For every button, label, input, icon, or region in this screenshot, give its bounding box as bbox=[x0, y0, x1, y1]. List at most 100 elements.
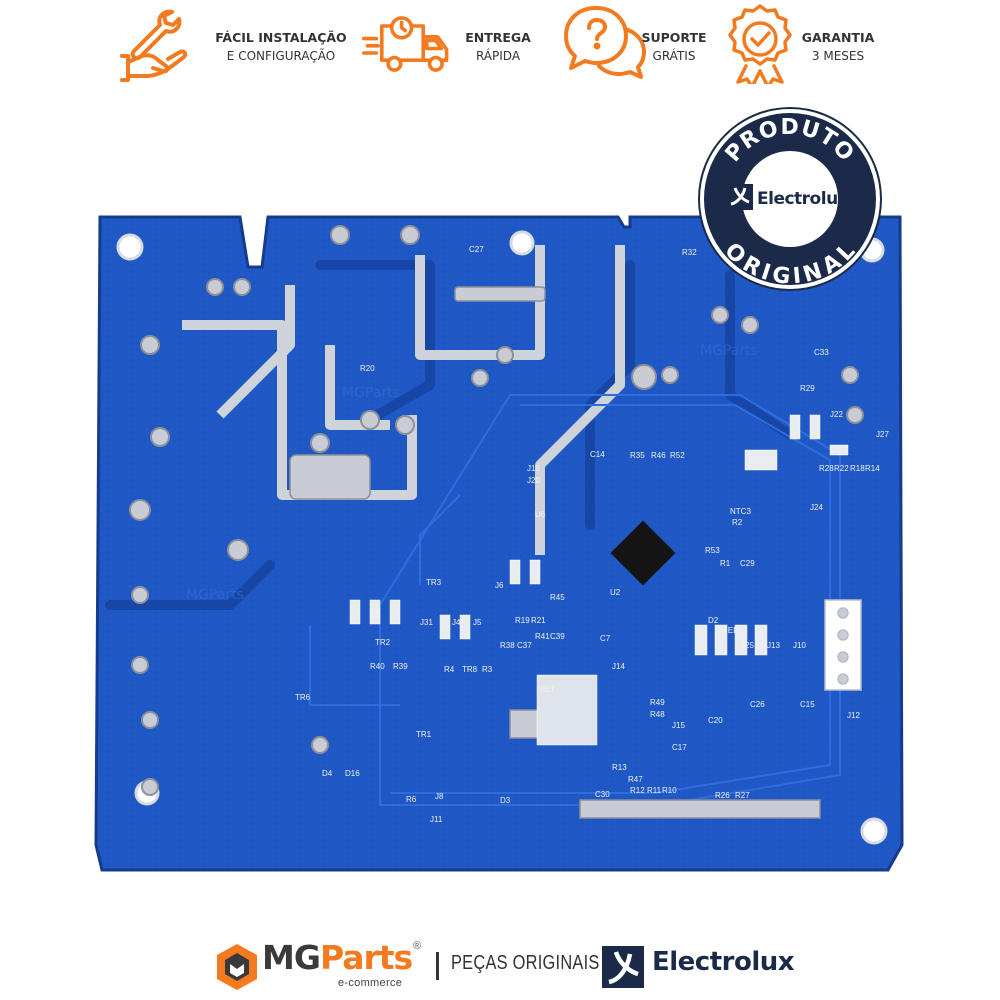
svg-text:D5: D5 bbox=[370, 610, 381, 619]
mcu-chip bbox=[610, 520, 676, 586]
svg-text:J20: J20 bbox=[527, 476, 540, 485]
svg-text:J31: J31 bbox=[420, 618, 433, 627]
svg-text:MGParts: MGParts bbox=[700, 343, 758, 359]
svg-text:C17: C17 bbox=[672, 743, 687, 752]
svg-text:C39: C39 bbox=[550, 632, 565, 641]
svg-text:R35: R35 bbox=[630, 451, 645, 460]
svg-text:R38: R38 bbox=[500, 641, 515, 650]
svg-text:C30: C30 bbox=[595, 790, 610, 799]
svg-text:U2: U2 bbox=[610, 588, 621, 597]
svg-text:R27: R27 bbox=[735, 791, 750, 800]
connector-j10 bbox=[824, 599, 862, 691]
svg-text:TR1: TR1 bbox=[416, 730, 432, 739]
wrench-hand-icon bbox=[120, 9, 188, 82]
svg-text:C7: C7 bbox=[600, 634, 611, 643]
benefit-installation-text: FÁCIL INSTALAÇÃO E CONFIGURAÇÃO bbox=[206, 28, 356, 66]
svg-text:R40: R40 bbox=[370, 662, 385, 671]
svg-text:D16: D16 bbox=[345, 769, 360, 778]
electrolux-seal-mark-icon bbox=[727, 184, 753, 210]
svg-text:MGParts: MGParts bbox=[186, 587, 244, 603]
brand-subtitle: e-commerce bbox=[338, 977, 403, 989]
svg-text:J8: J8 bbox=[435, 792, 444, 801]
svg-text:C33: C33 bbox=[814, 348, 829, 357]
benefit-installation: FÁCIL INSTALAÇÃO E CONFIGURAÇÃO bbox=[120, 4, 360, 84]
delivery-truck-icon bbox=[362, 16, 449, 72]
svg-text:R26: R26 bbox=[715, 791, 730, 800]
svg-text:R39: R39 bbox=[393, 662, 408, 671]
svg-text:R20: R20 bbox=[360, 364, 375, 373]
registered-mark: ® bbox=[413, 940, 422, 952]
svg-text:C29: C29 bbox=[740, 559, 755, 568]
svg-text:R47: R47 bbox=[628, 775, 643, 784]
electrolux-wordmark: Electrolux bbox=[652, 947, 795, 977]
seal-badge-icon: PRODUTO ORIGINAL Electrolux bbox=[698, 107, 882, 291]
svg-text:R45: R45 bbox=[550, 593, 565, 602]
svg-text:RED: RED bbox=[722, 626, 739, 635]
benefit-delivery-text: ENTREGA RÁPIDA bbox=[458, 28, 538, 66]
svg-text:R19: R19 bbox=[515, 616, 530, 625]
svg-text:J19: J19 bbox=[527, 464, 540, 473]
benefit-line1: FÁCIL INSTALAÇÃO bbox=[215, 30, 347, 45]
svg-text:R32: R32 bbox=[682, 248, 697, 257]
svg-text:J25: J25 bbox=[741, 641, 754, 650]
svg-text:J24: J24 bbox=[810, 503, 823, 512]
svg-text:R12: R12 bbox=[630, 786, 645, 795]
svg-text:R3: R3 bbox=[482, 665, 493, 674]
svg-text:R1: R1 bbox=[720, 559, 731, 568]
svg-text:R6: R6 bbox=[406, 795, 417, 804]
footer-tagline: PEÇAS ORIGINAIS bbox=[451, 952, 600, 974]
svg-text:MGParts: MGParts bbox=[342, 385, 400, 401]
svg-text:R14: R14 bbox=[865, 464, 880, 473]
svg-text:R48: R48 bbox=[650, 710, 665, 719]
brand-mg: MG bbox=[262, 938, 321, 977]
footer-branding: MGParts ® e-commerce PEÇAS ORIGINAIS Ele… bbox=[0, 930, 1000, 1000]
svg-text:R2: R2 bbox=[732, 518, 743, 527]
svg-text:J5: J5 bbox=[473, 618, 482, 627]
warranty-badge-icon bbox=[728, 4, 792, 84]
svg-text:R53: R53 bbox=[705, 546, 720, 555]
svg-text:C27: C27 bbox=[469, 245, 484, 254]
benefit-delivery: ENTREGA RÁPIDA bbox=[362, 4, 542, 84]
svg-text:R18: R18 bbox=[850, 464, 865, 473]
benefit-support-text: SUPORTE GRÁTIS bbox=[634, 28, 714, 66]
svg-text:R29: R29 bbox=[800, 384, 815, 393]
svg-text:C15: C15 bbox=[800, 700, 815, 709]
svg-text:R11: R11 bbox=[647, 786, 662, 795]
svg-text:R28: R28 bbox=[819, 464, 834, 473]
svg-text:R21: R21 bbox=[531, 616, 546, 625]
svg-text:R13: R13 bbox=[612, 763, 627, 772]
svg-text:C14: C14 bbox=[590, 450, 605, 459]
benefit-line2: 3 MESES bbox=[811, 49, 865, 63]
svg-text:J10: J10 bbox=[793, 641, 806, 650]
benefit-line1: SUPORTE bbox=[641, 30, 707, 45]
svg-text:R41: R41 bbox=[535, 632, 550, 641]
mgparts-wordmark: MGParts bbox=[262, 938, 413, 978]
svg-text:TR8: TR8 bbox=[462, 665, 478, 674]
svg-text:NTC3: NTC3 bbox=[730, 507, 751, 516]
svg-text:C20: C20 bbox=[708, 716, 723, 725]
support-chat-icon bbox=[564, 6, 646, 79]
svg-text:R49: R49 bbox=[650, 698, 665, 707]
svg-text:TR2: TR2 bbox=[375, 638, 391, 647]
svg-text:J27: J27 bbox=[876, 430, 889, 439]
svg-text:C26: C26 bbox=[750, 700, 765, 709]
benefit-line1: GARANTIA bbox=[801, 30, 875, 45]
benefit-line2: RÁPIDA bbox=[475, 49, 521, 63]
pcb-outline bbox=[94, 215, 904, 872]
brand-parts: Parts bbox=[319, 938, 413, 977]
svg-text:J11: J11 bbox=[430, 815, 443, 824]
svg-text:TR3: TR3 bbox=[426, 578, 442, 587]
benefit-line1: ENTREGA bbox=[465, 30, 531, 45]
svg-text:D2: D2 bbox=[708, 616, 719, 625]
svg-text:R4: R4 bbox=[444, 665, 455, 674]
svg-text:J14: J14 bbox=[612, 662, 625, 671]
benefit-line2: GRÁTIS bbox=[652, 49, 696, 63]
svg-text:R52: R52 bbox=[670, 451, 685, 460]
svg-text:J6: J6 bbox=[495, 581, 504, 590]
benefit-support: SUPORTE GRÁTIS bbox=[560, 4, 720, 84]
svg-text:J15: J15 bbox=[672, 721, 685, 730]
svg-text:D3: D3 bbox=[500, 796, 511, 805]
original-product-seal: PRODUTO ORIGINAL Electrolux bbox=[695, 104, 885, 294]
svg-text:D4: D4 bbox=[322, 769, 333, 778]
